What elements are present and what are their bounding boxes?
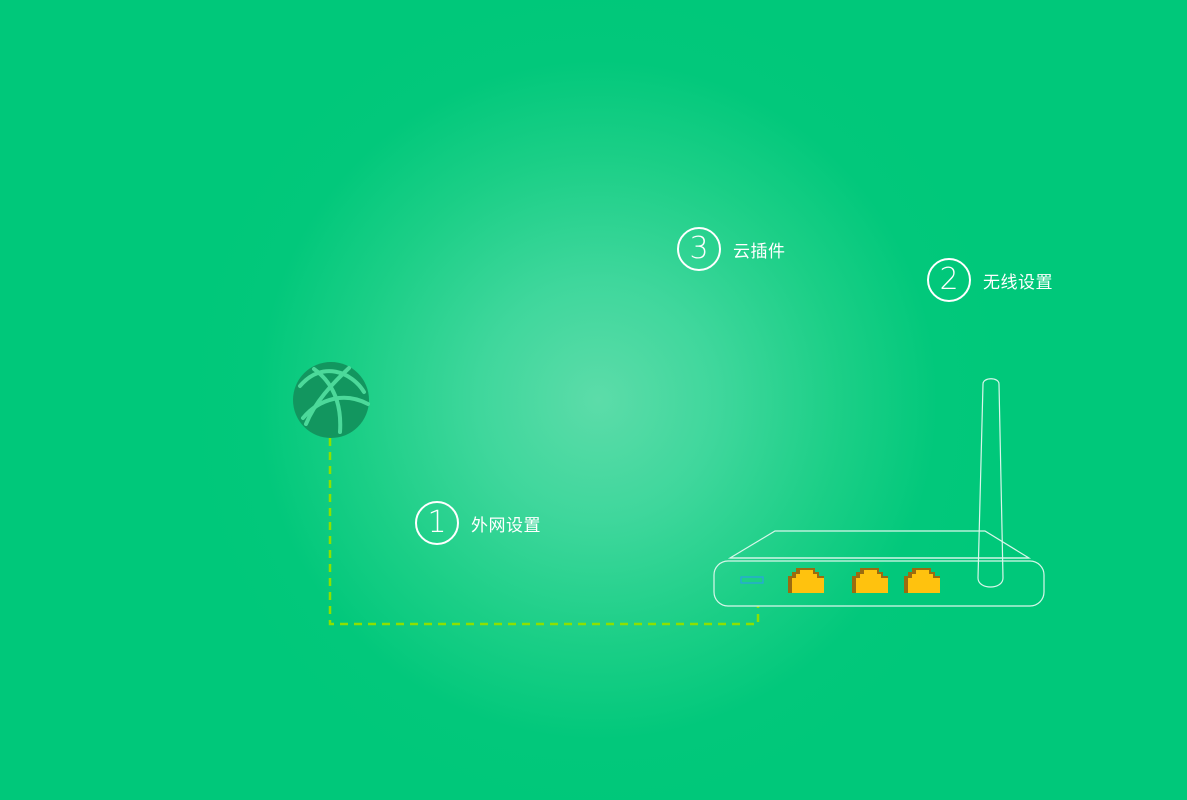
step-wireless-settings[interactable]: 2 无线设置 [927,258,1053,302]
step-label-cloud-plugin: 云插件 [733,241,786,262]
internet-globe-button[interactable] [293,362,369,438]
network-cable [328,438,760,626]
wan-port-icon [740,576,764,584]
ethernet-port-icon [904,568,940,593]
step-cloud-plugin[interactable]: 3 云插件 [677,227,786,271]
ethernet-port-icon [852,568,888,593]
antenna-icon [977,378,1004,588]
step-label-wireless-settings: 无线设置 [983,272,1053,293]
step-label-wan-settings: 外网设置 [471,515,541,536]
globe-icon [293,362,370,438]
step-wan-settings[interactable]: 1 外网设置 [415,501,541,545]
step-number-1: 1 [415,501,459,545]
step-number-3: 3 [677,227,721,271]
router-icon [713,530,1045,607]
ethernet-port-icon [788,568,824,593]
step-number-2: 2 [927,258,971,302]
